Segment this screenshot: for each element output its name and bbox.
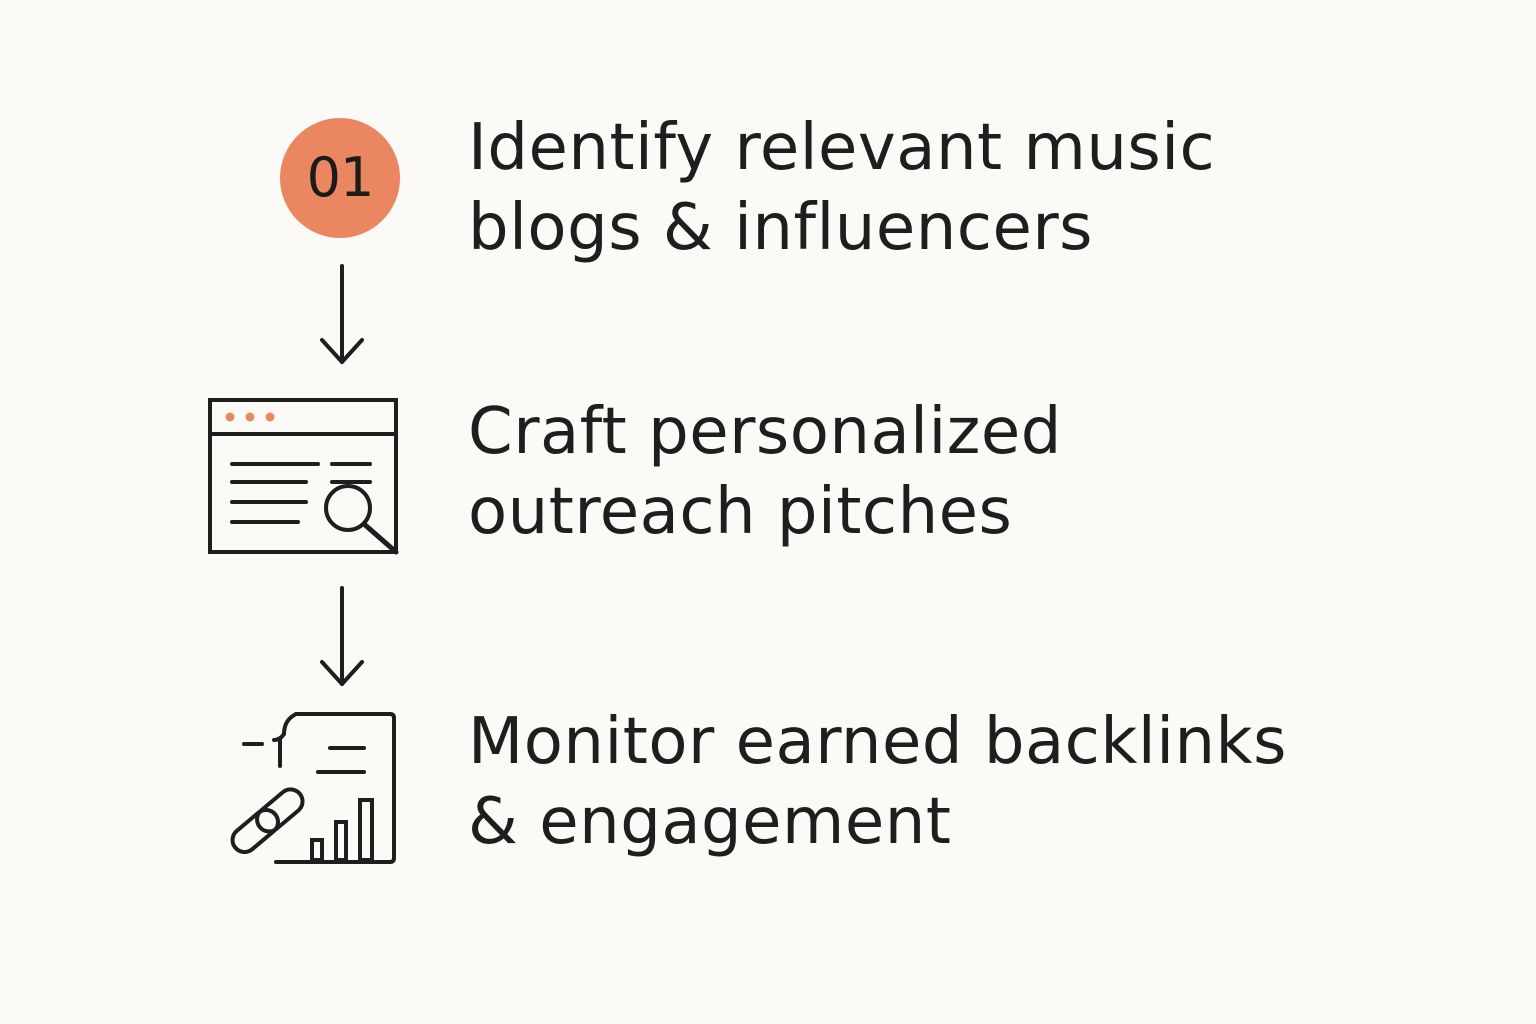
step-2-text: Craft personalized outreach pitches bbox=[468, 392, 1062, 552]
step-1-line-1: Identify relevant music bbox=[468, 111, 1216, 185]
step-3-line-1: Monitor earned backlinks bbox=[468, 705, 1287, 779]
browser-search-icon bbox=[208, 398, 399, 555]
step-1-number: 01 bbox=[306, 146, 375, 209]
step-1-text: Identify relevant music blogs & influenc… bbox=[468, 108, 1215, 268]
down-arrow-icon bbox=[320, 586, 364, 686]
step-3-text: Monitor earned backlinks & engagement bbox=[468, 702, 1287, 862]
down-arrow-icon bbox=[320, 264, 364, 364]
step-2-line-1: Craft personalized bbox=[468, 395, 1062, 469]
document-link-chart-icon bbox=[230, 712, 396, 864]
step-2-line-2: outreach pitches bbox=[468, 475, 1013, 549]
step-3-line-2: & engagement bbox=[468, 785, 952, 859]
step-1-line-2: blogs & influencers bbox=[468, 191, 1093, 265]
step-1-number-badge: 01 bbox=[280, 118, 400, 238]
